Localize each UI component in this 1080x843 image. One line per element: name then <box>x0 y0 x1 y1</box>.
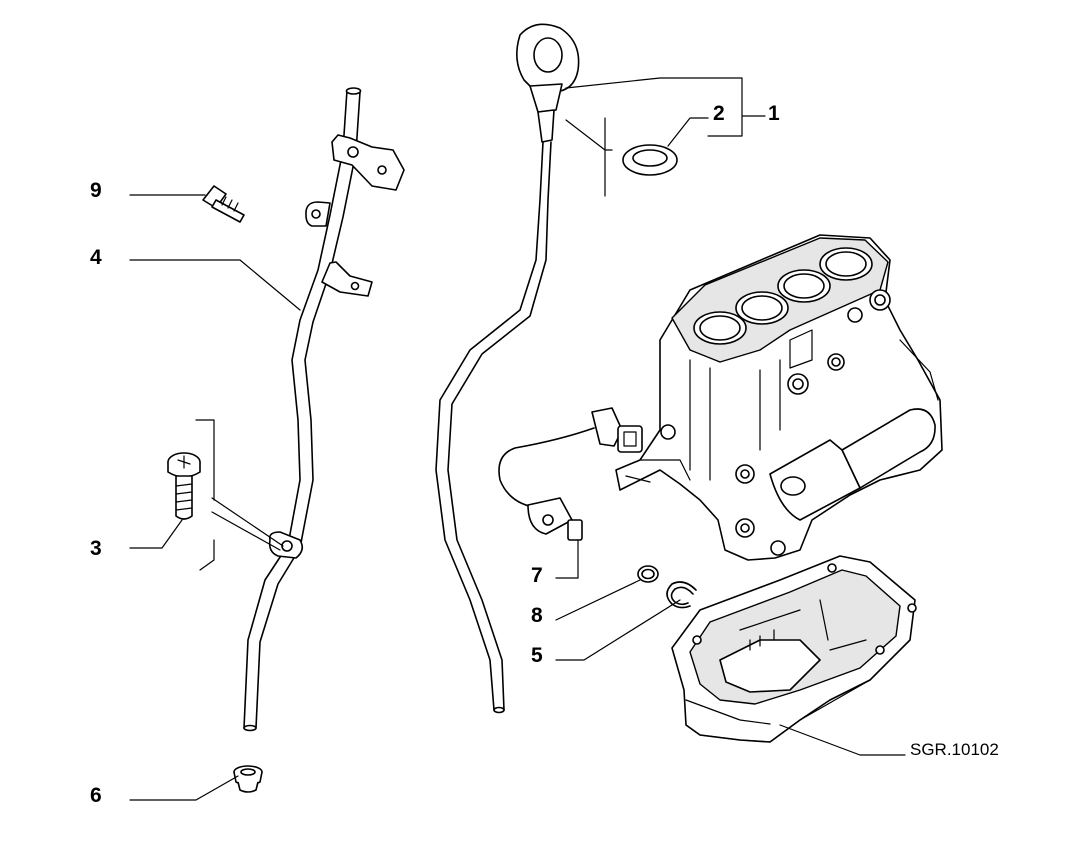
dipstick-guide-tube <box>243 87 405 732</box>
callout-9: 9 <box>90 179 102 202</box>
callout-2: 2 <box>713 102 725 125</box>
callout-8: 8 <box>531 604 543 627</box>
engine-block <box>615 234 943 561</box>
callout-5: 5 <box>531 644 543 667</box>
plug-part-6 <box>233 765 263 793</box>
sensor-part-7 <box>498 407 643 541</box>
o-ring-part-2 <box>565 117 678 197</box>
callout-3: 3 <box>90 537 102 560</box>
callout-4: 4 <box>90 246 102 269</box>
callout-6: 6 <box>90 784 102 807</box>
oil-pan <box>671 555 917 743</box>
circlip-part-5 <box>666 581 697 609</box>
screw-part-3 <box>167 419 284 571</box>
leader-lines <box>129 77 906 801</box>
callout-7: 7 <box>531 564 543 587</box>
callout-numbers: 1 2 3 4 5 6 7 8 9 SGR.10102 <box>90 102 999 807</box>
seal-ring-part-8 <box>637 565 659 583</box>
dipstick-part-1 <box>435 23 580 714</box>
reference-code: SGR.10102 <box>910 740 999 759</box>
bolt-part-9 <box>202 185 245 223</box>
callout-1: 1 <box>768 102 780 125</box>
